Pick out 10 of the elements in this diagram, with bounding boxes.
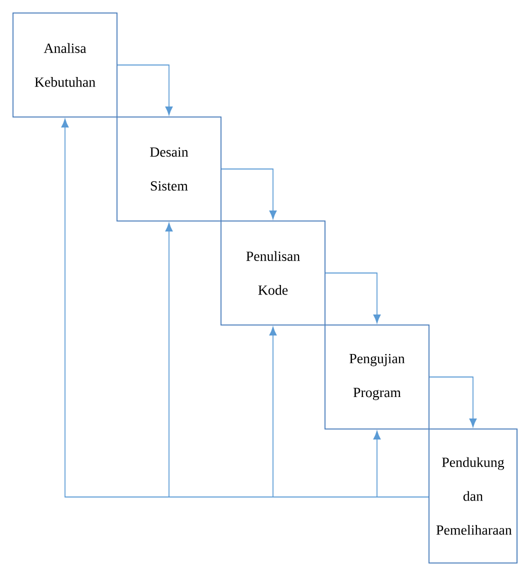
process-box: Pengujian Program [324,324,430,430]
arrow [117,64,173,116]
arrow [429,376,477,428]
process-box: Analisa Kebutuhan [12,12,118,118]
arrow [221,168,277,220]
arrow [325,272,381,324]
process-box: Desain Sistem [116,116,222,222]
arrow [373,430,429,498]
process-box: Penulisan Kode [220,220,326,326]
process-box: Pendukung dan Pemeliharaan [428,428,518,564]
